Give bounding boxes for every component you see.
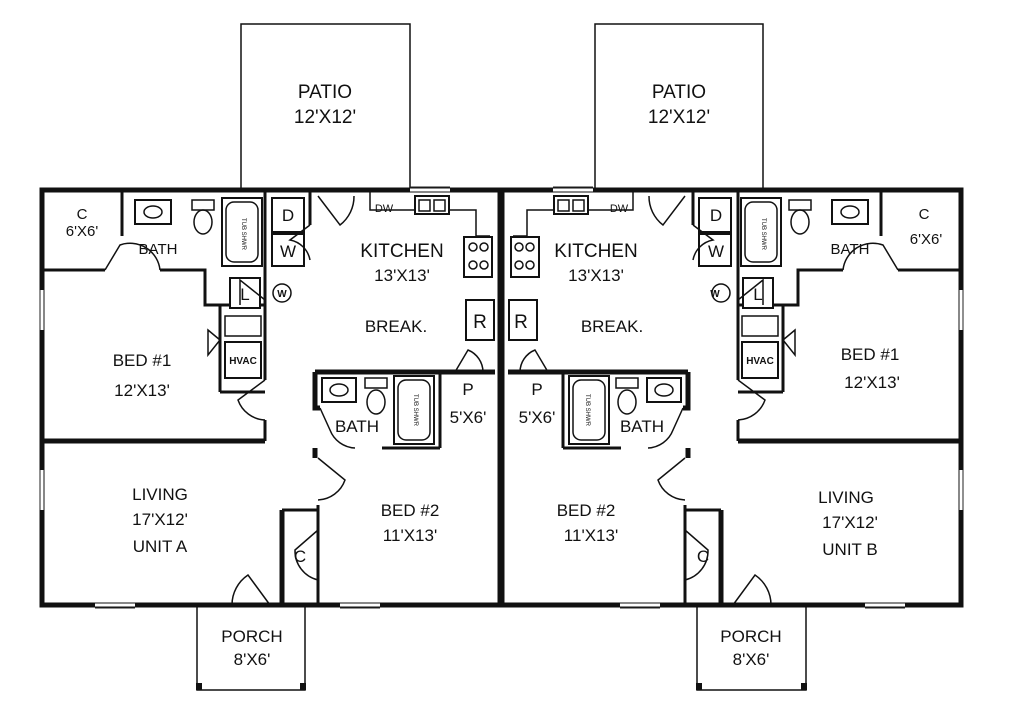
closet-small-a-name: C bbox=[77, 206, 88, 223]
washer-b: W bbox=[708, 242, 724, 261]
bed2-a-size: 11'X13' bbox=[383, 526, 437, 545]
unit-a-fixtures bbox=[104, 195, 484, 606]
linen-a: L bbox=[240, 285, 249, 304]
break-b: BREAK. bbox=[581, 317, 643, 336]
bed1-a-size: 12'X13' bbox=[114, 381, 170, 400]
living-a-name: LIVING bbox=[132, 485, 188, 504]
tub-shower2-b: TUB SHWR bbox=[584, 394, 590, 427]
kitchen-b-name: KITCHEN bbox=[554, 241, 637, 262]
dishwasher-a: DW bbox=[375, 203, 394, 215]
windows bbox=[39, 186, 964, 609]
water-heater-b: W bbox=[710, 289, 720, 300]
kitchen-b-size: 13'X13' bbox=[568, 266, 624, 285]
living-a-size: 17'X12' bbox=[132, 510, 188, 529]
patio-b-name: PATIO bbox=[652, 82, 706, 103]
dishwasher-b: DW bbox=[610, 203, 629, 215]
porch-b-size: 8'X6' bbox=[733, 650, 770, 669]
bath1-a-name: BATH bbox=[139, 241, 178, 258]
pantry-b-size: 5'X6' bbox=[519, 408, 556, 427]
hvac-a: HVAC bbox=[229, 356, 257, 367]
kitchen-a-name: KITCHEN bbox=[360, 241, 443, 262]
patio-a-name: PATIO bbox=[298, 82, 352, 103]
bath2-b-name: BATH bbox=[620, 417, 664, 436]
bath1-b-name: BATH bbox=[831, 241, 870, 258]
tub-shower2-a: TUB SHWR bbox=[412, 394, 418, 427]
bed1-b-name: BED #1 bbox=[841, 345, 900, 364]
porch-a bbox=[196, 606, 306, 691]
bed1-a-name: BED #1 bbox=[113, 351, 172, 370]
tub-shower-a: TUB SHWR bbox=[240, 218, 246, 251]
closet-small-b-name: C bbox=[919, 206, 930, 223]
porch-a-name: PORCH bbox=[221, 627, 282, 646]
unit-b-fixtures bbox=[519, 195, 899, 606]
pantry-a-name: P bbox=[462, 380, 473, 399]
washer-a: W bbox=[280, 242, 296, 261]
bath2-a-name: BATH bbox=[335, 417, 379, 436]
closet-small-b-size: 6'X6' bbox=[910, 231, 943, 248]
bed1-b-size: 12'X13' bbox=[844, 373, 900, 392]
tub-shower-b: TUB SHWR bbox=[760, 218, 766, 251]
closet-small-a-size: 6'X6' bbox=[66, 223, 99, 240]
kitchen-a-size: 13'X13' bbox=[374, 266, 430, 285]
linen-b: L bbox=[753, 285, 762, 304]
porch-b bbox=[696, 606, 807, 691]
dryer-a: D bbox=[282, 206, 294, 225]
unit-b-walls bbox=[508, 192, 961, 605]
patio-a bbox=[240, 23, 411, 190]
unit-a-labels: PATIO 12'X12' C 6'X6' BATH TUB SHWR D W … bbox=[66, 82, 487, 669]
living-b-size: 17'X12' bbox=[822, 513, 878, 532]
refrigerator-a: R bbox=[473, 312, 487, 333]
dryer-b: D bbox=[710, 206, 722, 225]
bed2-a-name: BED #2 bbox=[381, 501, 440, 520]
closet2-a: C bbox=[294, 547, 306, 566]
water-heater-a: W bbox=[277, 289, 287, 300]
patio-b-size: 12'X12' bbox=[648, 107, 710, 128]
hvac-b: HVAC bbox=[746, 356, 774, 367]
patio-a-size: 12'X12' bbox=[294, 107, 356, 128]
patio-b bbox=[594, 23, 764, 190]
porch-b-name: PORCH bbox=[720, 627, 781, 646]
closet2-b: C bbox=[697, 547, 709, 566]
break-a: BREAK. bbox=[365, 317, 427, 336]
porch-a-size: 8'X6' bbox=[234, 650, 271, 669]
living-a-unit: UNIT A bbox=[133, 537, 188, 556]
unit-a-walls bbox=[42, 192, 495, 605]
unit-b-labels: PATIO 12'X12' C 6'X6' BATH TUB SHWR D W … bbox=[514, 82, 942, 669]
refrigerator-b: R bbox=[514, 312, 528, 333]
pantry-b-name: P bbox=[531, 380, 542, 399]
living-b-unit: UNIT B bbox=[822, 540, 877, 559]
bed2-b-name: BED #2 bbox=[557, 501, 616, 520]
living-b-name: LIVING bbox=[818, 488, 874, 507]
bed2-b-size: 11'X13' bbox=[564, 526, 618, 545]
pantry-a-size: 5'X6' bbox=[450, 408, 487, 427]
